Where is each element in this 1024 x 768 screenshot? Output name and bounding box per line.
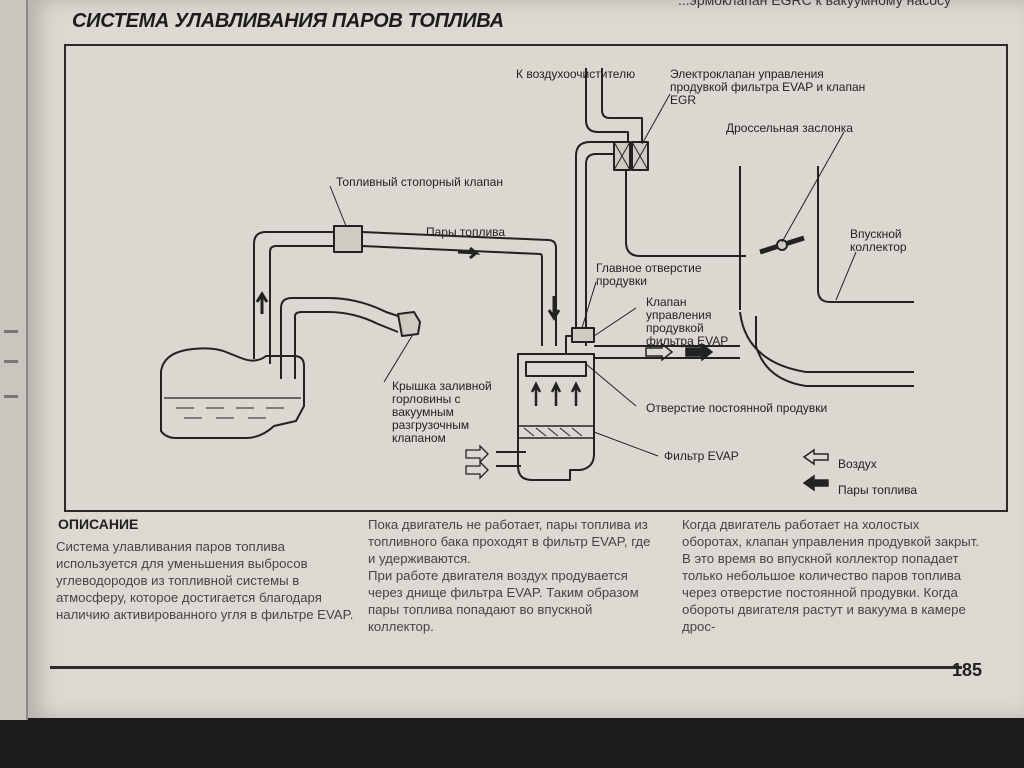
filler-neck (280, 297, 405, 379)
leader-constant-orifice (585, 363, 637, 407)
throttle-body (739, 166, 914, 310)
air-cleaner-pipe (585, 68, 629, 142)
filler-cap (397, 311, 421, 337)
description-heading: ОПИСАНИЕ (58, 516, 139, 532)
leader-filler-cap (383, 335, 413, 383)
label-intake-manifold: Впускной коллектор (850, 227, 907, 254)
label-evap-filter: Фильтр EVAP (664, 449, 739, 463)
intake-manifold-wall (755, 316, 914, 387)
description-paragraph: Когда двигатель работает на холостых обо… (682, 517, 980, 634)
description-column-2: Пока двигатель не работает, пары топлива… (368, 516, 660, 635)
legend-air-label: Воздух (838, 457, 877, 471)
description-column-1: Система улавливания паров топлива исполь… (56, 538, 356, 623)
vapor-arrow-down (547, 296, 561, 321)
leader-stop-valve (329, 185, 347, 227)
leader-solenoid (641, 93, 671, 145)
running-head: ...эрмоклапан EGRC к вакуумному насосу (678, 0, 952, 8)
label-to-air-cleaner: К воздухоочистителю (516, 67, 636, 81)
description-paragraph: Пока двигатель не работает, пары топлива… (368, 517, 651, 566)
previous-page-text-fragment (4, 330, 18, 333)
label-filler-cap: Крышка заливной горловины с вакуумным ра… (392, 379, 492, 445)
book-page: ...эрмоклапан EGRC к вакуумному насосу С… (28, 0, 1024, 718)
previous-page-text-fragment (4, 360, 18, 363)
manifold-line (625, 170, 746, 257)
air-inlet-pipe (496, 451, 526, 467)
label-fuel-stop-valve: Топливный стопорный клапан (336, 175, 503, 189)
fuel-tank (160, 347, 305, 439)
leader-throttle (781, 131, 845, 243)
air-arrow-right (645, 342, 674, 362)
legend-vapor-label: Пары топлива (838, 483, 918, 497)
legend-vapor-arrow (802, 474, 829, 492)
air-in-arrows (465, 444, 489, 480)
evap-canister (517, 353, 595, 481)
vapor-pipe (361, 231, 557, 346)
label-main-purge-orifice: Главное отверстие продувки (596, 261, 702, 288)
vent-pipe (253, 231, 334, 359)
purge-control-valve (571, 327, 595, 343)
page-number: 185 (952, 660, 983, 680)
vapor-arrow-intake (685, 342, 714, 362)
canister-arrows (530, 381, 582, 406)
label-fuel-vapor: Пары топлива (426, 225, 506, 239)
diagram-drawing (160, 68, 914, 492)
purge-to-intake (594, 345, 740, 359)
page-title: СИСТЕМА УЛАВЛИВАНИЯ ПАРОВ ТОПЛИВА (72, 10, 504, 32)
previous-page-text-fragment (4, 395, 18, 398)
vapor-arrow-right (457, 246, 481, 260)
label-throttle: Дроссельная заслонка (726, 121, 853, 135)
description-paragraph: Система улавливания паров топлива исполь… (56, 539, 354, 622)
footer-rule (50, 666, 962, 669)
leader-intake (835, 251, 857, 301)
purge-line (565, 141, 614, 354)
fuel-stop-valve (333, 225, 363, 253)
description-column-3: Когда двигатель работает на холостых обо… (682, 516, 980, 635)
evap-system-diagram: К воздухоочистителю Электроклапан управл… (64, 44, 1008, 512)
description-paragraph: При работе двигателя воздух продувается … (368, 568, 639, 634)
leader-evap-filter (593, 431, 659, 457)
label-constant-purge-orifice: Отверстие постоянной продувки (646, 401, 828, 415)
label-purge-control-valve: Клапан управления продувкой фильтра EVAP (646, 295, 729, 348)
vapor-arrow-up (255, 291, 269, 314)
leader-purge-valve (593, 307, 637, 337)
legend-air-arrow (802, 448, 829, 466)
leader-main-orifice (581, 281, 597, 329)
label-solenoid-valve: Электроклапан управления продувкой фильт… (670, 67, 866, 107)
previous-page-edge (0, 0, 28, 720)
